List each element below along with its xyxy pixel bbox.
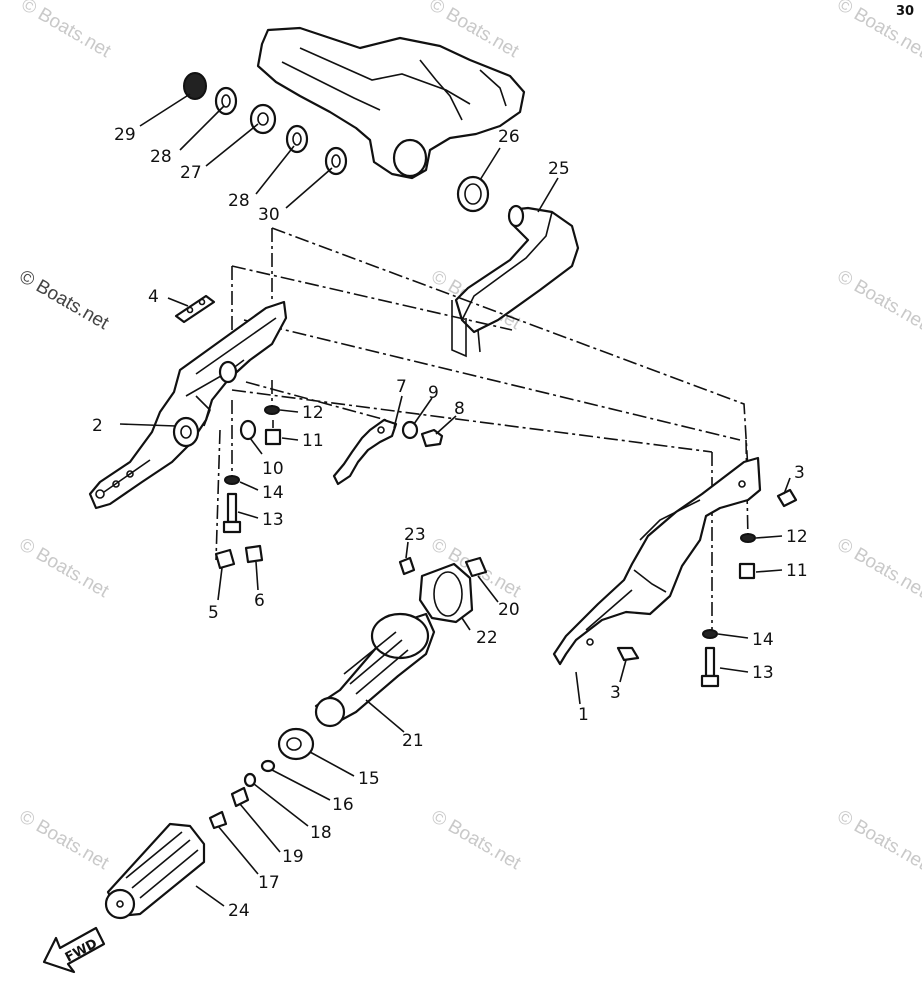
steering-arm-25	[451, 204, 580, 358]
callout-28: 28	[150, 147, 172, 167]
handle-bracket-2	[88, 300, 288, 510]
callout-9: 9	[428, 383, 439, 403]
watermark: © Boats.net	[16, 806, 113, 874]
callout-11: 11	[786, 561, 808, 581]
watermark: © Boats.net	[428, 806, 525, 874]
callout-10: 10	[262, 459, 284, 479]
callout-2: 2	[92, 416, 103, 436]
callout-17: 17	[258, 873, 280, 893]
callout-23: 23	[404, 525, 426, 545]
callout-6: 6	[254, 591, 265, 611]
watermark: © Boats.net	[16, 266, 113, 334]
callout-14: 14	[262, 483, 284, 503]
callout-7: 7	[396, 377, 407, 397]
watermark: © Boats.net	[834, 806, 922, 874]
callout-12: 12	[786, 527, 808, 547]
callout-25: 25	[548, 159, 570, 179]
assembly-lines	[215, 227, 749, 632]
callout-14: 14	[752, 630, 774, 650]
right-bracket-1	[552, 456, 762, 666]
upper-bracket	[256, 26, 526, 180]
callout-20: 20	[498, 600, 520, 620]
watermark: © Boats.net	[18, 0, 115, 62]
callout-19: 19	[282, 847, 304, 867]
callout-27: 27	[180, 163, 202, 183]
callout-3: 3	[610, 683, 621, 703]
page-number: 30	[896, 4, 914, 19]
bushing-26	[456, 175, 490, 213]
left-fasteners	[214, 405, 282, 570]
callout-24: 24	[228, 901, 250, 921]
callout-4: 4	[148, 287, 159, 307]
watermark: © Boats.net	[16, 534, 113, 602]
plate-4	[174, 294, 216, 324]
throttle-grip-parts	[104, 556, 488, 920]
shift-link-7	[332, 418, 444, 486]
callout-13: 13	[752, 663, 774, 683]
callout-29: 29	[114, 125, 136, 145]
watermark: © Boats.net	[834, 266, 922, 334]
watermark: © Boats.net	[834, 534, 922, 602]
callout-13: 13	[262, 510, 284, 530]
callout-22: 22	[476, 628, 498, 648]
callout-3: 3	[794, 463, 805, 483]
callout-labels: 29 28 27 28 30 26 25 4 2 7 9 8 12 11 10 …	[92, 125, 808, 921]
callout-18: 18	[310, 823, 332, 843]
callout-12: 12	[302, 403, 324, 423]
callout-5: 5	[208, 603, 219, 623]
fwd-arrow: FWD	[42, 926, 106, 974]
callout-15: 15	[358, 769, 380, 789]
callout-1: 1	[578, 705, 589, 725]
callout-11: 11	[302, 431, 324, 451]
right-fasteners	[616, 488, 798, 688]
callout-16: 16	[332, 795, 354, 815]
callout-8: 8	[454, 399, 465, 419]
washer-stack	[183, 72, 348, 176]
callout-28: 28	[228, 191, 250, 211]
callout-26: 26	[498, 127, 520, 147]
leader-lines	[119, 93, 791, 907]
callout-21: 21	[402, 731, 424, 751]
callout-30: 30	[258, 205, 280, 225]
